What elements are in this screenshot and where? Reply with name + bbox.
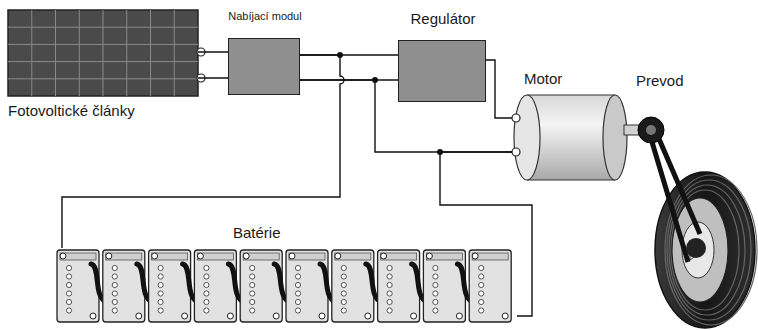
regulator-box: Regulátor [398, 40, 486, 102]
solar-panel [8, 10, 205, 96]
part-label: Regulátor [410, 10, 475, 28]
wire [62, 55, 344, 248]
part-label: Fotovoltické články [8, 102, 135, 120]
wire [486, 60, 512, 118]
wire [440, 152, 532, 316]
wire [198, 52, 228, 78]
battery-bank-node: Batérie [55, 248, 517, 324]
part-label: Nabíjací modul [228, 9, 301, 23]
part-label: Motor [524, 70, 562, 88]
belt-drive [624, 117, 757, 328]
battery-cells [57, 250, 511, 322]
charging-module-box: Nabíjací modul [228, 38, 300, 95]
solar-panel-node: Fotovoltické články [8, 10, 198, 96]
motor-node: Motor [512, 95, 627, 180]
motor-cylinder [512, 95, 627, 180]
wire [300, 55, 398, 80]
part-label: Batérie [233, 224, 281, 242]
part-label: Prevod [636, 72, 684, 90]
